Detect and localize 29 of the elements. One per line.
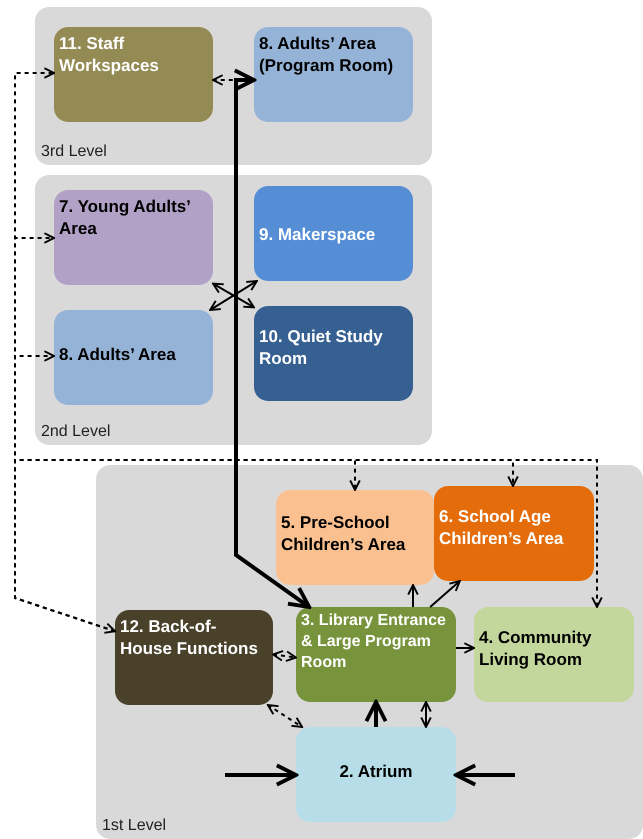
room-box: 10. Quiet Study Room	[254, 306, 413, 401]
room-box: 7. Young Adults’ Area	[54, 190, 213, 285]
room-box: 9. Makerspace	[254, 186, 413, 281]
dashed-arrow	[14, 67, 116, 634]
level-panel	[35, 7, 432, 165]
room-box: 6. School Age Children’s Area	[434, 486, 594, 581]
level-panel	[96, 465, 643, 839]
dashed-arrow	[272, 650, 297, 662]
arrow	[232, 68, 312, 609]
room-box: 5. Pre-School Children’s Area	[276, 490, 434, 585]
room-box: 11. Staff Workspaces	[54, 27, 213, 122]
level-label: 2nd Level	[41, 423, 110, 441]
arrow	[430, 580, 461, 608]
arrow	[420, 701, 432, 728]
arrow	[407, 584, 419, 607]
room-box: 8. Adults’ Area	[54, 310, 213, 405]
room-box: 2. Atrium	[296, 727, 456, 822]
arrow	[454, 763, 515, 787]
dashed-arrow	[266, 704, 304, 728]
level-label: 1st Level	[102, 817, 166, 835]
level-label: 3rd Level	[41, 143, 107, 161]
room-box: 4. Community Living Room	[474, 607, 634, 702]
arrow	[456, 642, 475, 654]
arrow	[364, 700, 388, 727]
room-box: 12. Back-of-House Functions	[115, 610, 273, 705]
room-box: 8. Adults’ Area (Program Room)	[254, 27, 413, 122]
arrow	[225, 763, 298, 787]
level-panel	[35, 175, 432, 445]
room-box: 3. Library Entrance & Large Program Room	[296, 607, 456, 702]
